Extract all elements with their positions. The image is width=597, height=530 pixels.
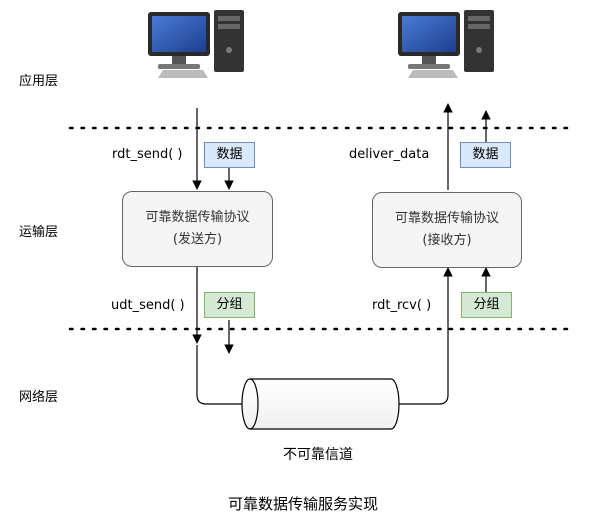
transport-layer-label: 运输层 (19, 225, 59, 240)
sender-data-tag: 数据 (204, 142, 255, 168)
receiver-data-tag: 数据 (460, 142, 511, 168)
unreliable-channel-label: 不可靠信道 (283, 447, 353, 463)
sender-channel-path (196, 345, 245, 405)
receiver-packet-tag: 分组 (461, 292, 512, 318)
receiver-channel-path (396, 330, 449, 405)
sender-protocol-box: 可靠数据传输协议 (发送方) (122, 191, 273, 267)
sender-packet-tag: 分组 (204, 292, 255, 318)
receiver-protocol-box: 可靠数据传输协议 (接收方) (372, 192, 522, 268)
receiver-computer-icon (398, 10, 494, 78)
receiver-box-subtitle: (接收方) (422, 233, 472, 248)
network-layer-label: 网络层 (19, 390, 59, 405)
receiver-rdt-rcv-label: rdt_rcv( ) (372, 298, 432, 313)
receiver-deliver-data-label: deliver_data (349, 147, 430, 162)
sender-box-subtitle: (发送方) (172, 232, 223, 247)
application-layer-label: 应用层 (19, 74, 59, 89)
diagram-caption: 可靠数据传输服务实现 (228, 495, 379, 513)
receiver-box-title: 可靠数据传输协议 (394, 211, 499, 226)
sender-rdt-send-label: rdt_send( ) (112, 147, 183, 162)
unreliable-channel-cylinder (241, 378, 400, 430)
sender-udt-send-label: udt_send( ) (111, 298, 185, 313)
sender-box-title: 可靠数据传输协议 (145, 210, 250, 225)
sender-computer-icon (148, 10, 244, 78)
